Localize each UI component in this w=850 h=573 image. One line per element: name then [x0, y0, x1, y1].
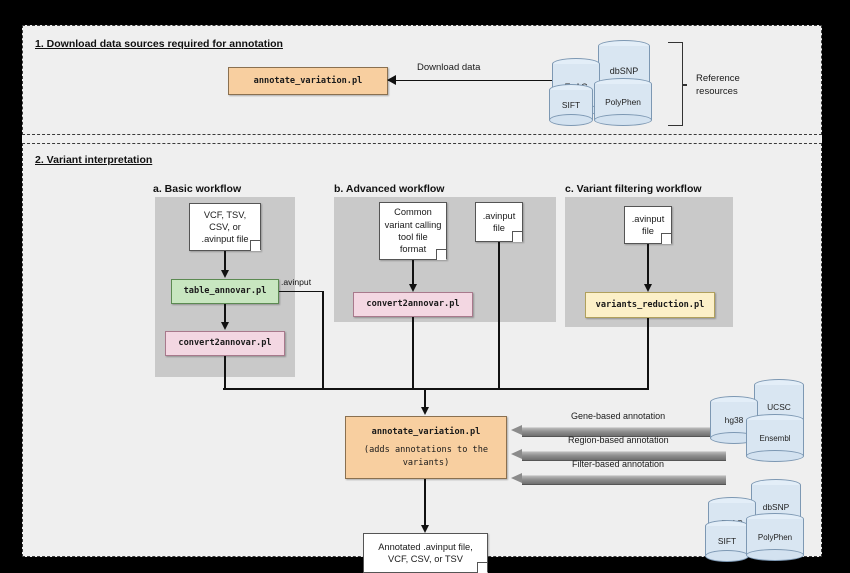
reference-resources-bracket [668, 42, 687, 126]
label-region-based-annotation: Region-based annotation [568, 435, 669, 445]
database-label-sift: SIFT [561, 100, 581, 110]
panel-b-edge-1 [412, 260, 414, 286]
panel-c-title: c. Variant filtering workflow [565, 183, 702, 195]
panel-b-input-note: Common variant calling tool file format [379, 202, 447, 260]
panel-a-edge-1 [224, 251, 226, 272]
output-arrowhead [420, 525, 429, 533]
merge-bus-line [223, 388, 649, 390]
panel-b-input-note-text: Common variant calling tool file format [384, 207, 442, 255]
step-variants-reduction-label: variants_reduction.pl [595, 299, 705, 310]
panel-b-side-note-text: .avinput file [482, 210, 516, 233]
dogear-icon [512, 231, 523, 242]
panel-b-title: b. Advanced workflow [334, 183, 445, 195]
reference-resources-label-line1: Reference [696, 73, 740, 84]
database-cylinder-ensembl: Ensembl [746, 414, 804, 462]
arrow-filter-based-annotation [511, 473, 726, 485]
panel-a-input-note-text: VCF, TSV, CSV, or .avinput file [201, 209, 249, 245]
section2-title: 2. Variant interpretation [35, 154, 153, 166]
database-label-hg38: hg38 [724, 415, 744, 425]
dogear-icon [436, 249, 447, 260]
panel-c-input-note-text: .avinput file [631, 213, 665, 236]
download-data-connector [388, 79, 563, 82]
panel-b-arrowhead-1 [408, 284, 417, 292]
arrow-head-icon [511, 449, 522, 459]
avinput-bypass-horizontal [279, 290, 324, 293]
database-label-polyphen-2: PolyPhen [757, 532, 793, 542]
panel-a-arrowhead-2 [220, 322, 229, 330]
panel-b-side-note: .avinput file [475, 202, 523, 242]
figure-canvas: 1. Download data sources required for an… [22, 25, 822, 573]
label-gene-based-annotation: Gene-based annotation [571, 411, 666, 421]
database-label-dbsnp: dbSNP [609, 66, 639, 76]
arrow-gene-based-annotation [511, 425, 726, 437]
database-label-ensembl: Ensembl [759, 433, 791, 443]
panel-a-edge-2 [224, 304, 226, 324]
panel-a-title: a. Basic workflow [153, 183, 242, 195]
step-table-annovar-label: table_annovar.pl [183, 286, 267, 297]
panel-a-output-line [224, 356, 226, 389]
output-note: Annotated .avinput file, VCF, CSV, or TS… [363, 533, 488, 573]
database-cylinder-sift: SIFT [549, 84, 593, 126]
dogear-icon [661, 233, 672, 244]
step-convert2annovar-a-label: convert2annovar.pl [178, 338, 272, 349]
annotate-variation-download-box[interactable]: annotate_variation.pl [228, 67, 388, 95]
database-cylinder-polyphen-2: PolyPhen [746, 513, 804, 561]
arrow-head-icon [511, 473, 522, 483]
download-data-arrowhead [387, 75, 396, 85]
arrow-head-icon [511, 425, 522, 435]
database-label-sift-2: SIFT [717, 536, 737, 546]
step-table-annovar[interactable]: table_annovar.pl [171, 279, 279, 304]
arrow-region-based-annotation [511, 449, 726, 461]
panel-c-input-note: .avinput file [624, 206, 672, 244]
step-convert2annovar-b-label: convert2annovar.pl [366, 299, 460, 310]
section1-title: 1. Download data sources required for an… [35, 38, 283, 50]
label-filter-based-annotation: Filter-based annotation [572, 459, 665, 469]
panel-c-arrowhead-1 [643, 284, 652, 292]
database-label-ucsc: UCSC [767, 402, 791, 412]
step-convert2annovar-a[interactable]: convert2annovar.pl [165, 331, 285, 356]
panel-a-arrowhead-1 [220, 270, 229, 278]
central-annotate-variation-box[interactable]: annotate_variation.pl (adds annotations … [345, 416, 507, 479]
avinput-edge-label: .avinput [281, 277, 312, 287]
database-label-polyphen: PolyPhen [605, 97, 641, 107]
section-download-data-sources: 1. Download data sources required for an… [22, 25, 822, 135]
database-cylinder-sift-2: SIFT [705, 520, 749, 562]
panel-b-output-line [412, 317, 414, 389]
reference-resources-label-line2: resources [696, 86, 738, 97]
dogear-icon [477, 562, 488, 573]
central-annotate-variation-subtitle: (adds annotations to the variants) [363, 445, 489, 468]
dogear-icon [250, 240, 261, 251]
merge-to-central-line [424, 388, 426, 410]
section-variant-interpretation: 2. Variant interpretation a. Basic workf… [22, 143, 822, 573]
panel-c-edge-1 [647, 244, 649, 286]
panel-a-input-note: VCF, TSV, CSV, or .avinput file [189, 203, 261, 251]
database-label-dbsnp-2: dbSNP [762, 502, 790, 512]
output-note-text: Annotated .avinput file, VCF, CSV, or TS… [378, 541, 473, 564]
merge-arrowhead [420, 407, 429, 415]
download-data-label: Download data [417, 62, 481, 73]
avinput-bypass-vertical [322, 290, 324, 390]
database-cylinder-polyphen: PolyPhen [594, 78, 652, 126]
panel-c-output-line [647, 318, 649, 389]
step-convert2annovar-b[interactable]: convert2annovar.pl [353, 292, 473, 317]
annotate-variation-download-label: annotate_variation.pl [253, 75, 363, 86]
step-variants-reduction[interactable]: variants_reduction.pl [585, 292, 715, 318]
central-to-output-line [424, 479, 426, 527]
central-annotate-variation-label: annotate_variation.pl [371, 426, 481, 437]
panel-b-side-note-line [498, 242, 500, 389]
